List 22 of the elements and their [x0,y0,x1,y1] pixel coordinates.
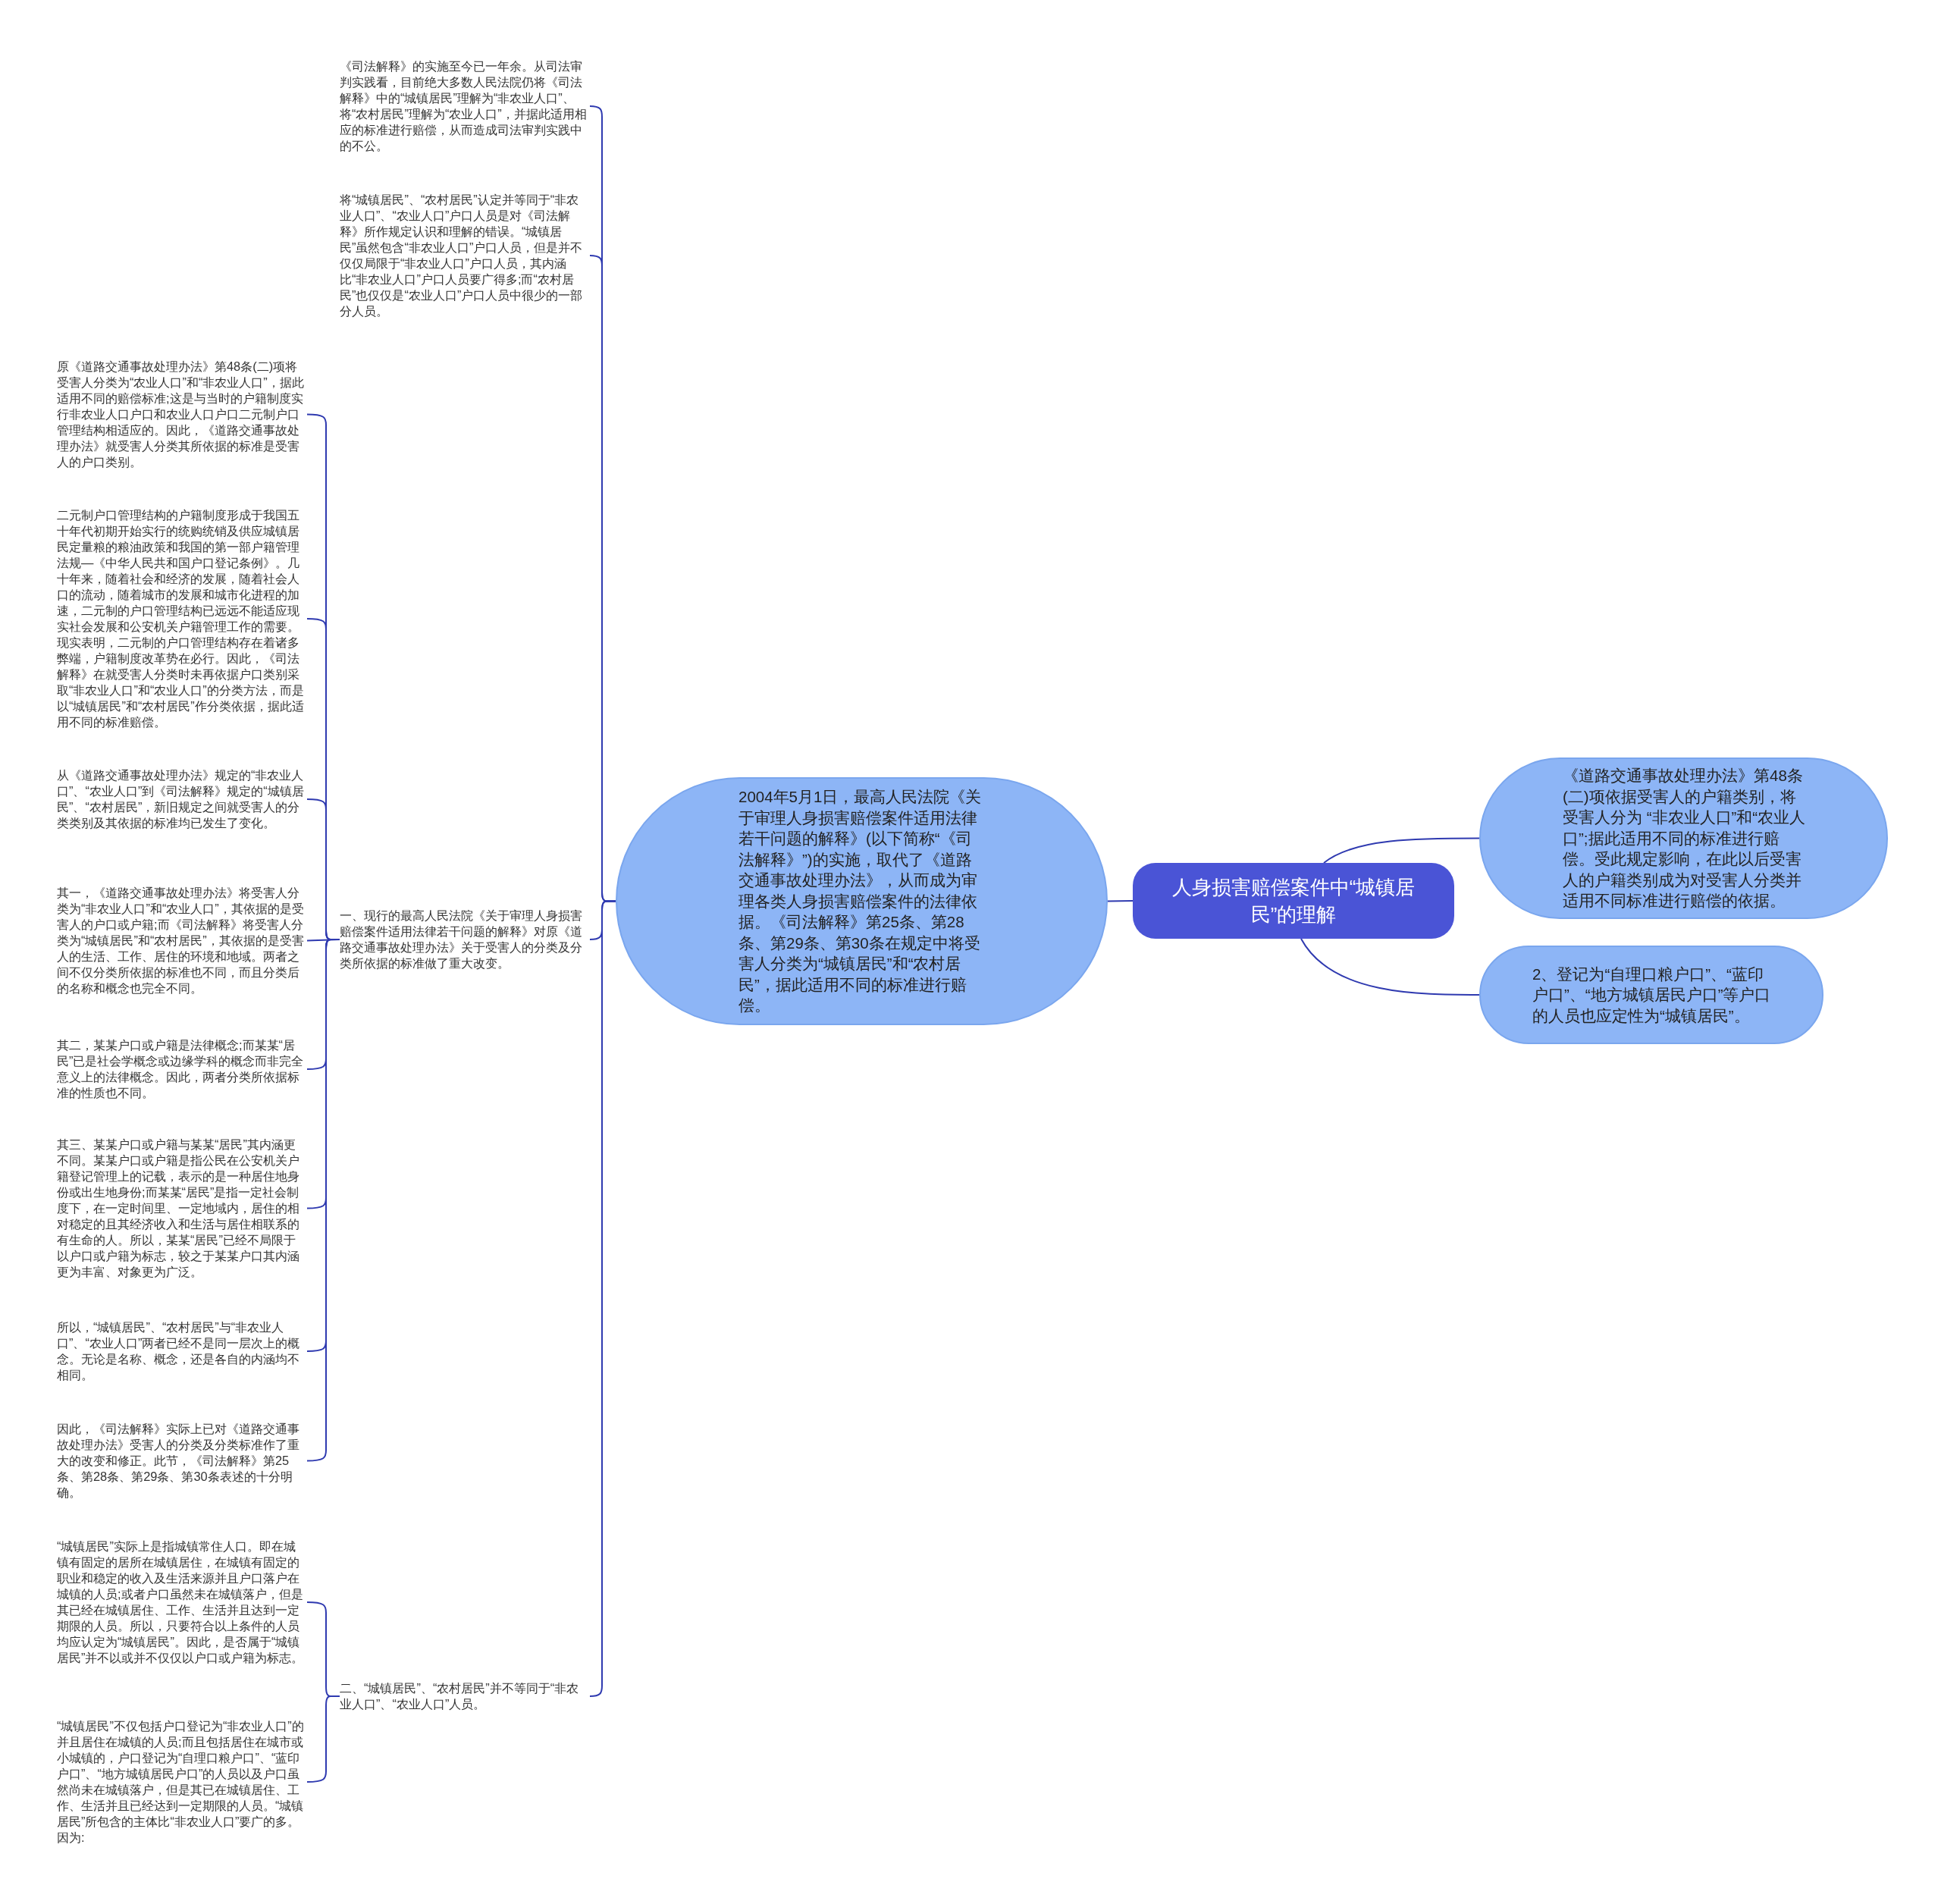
note-text: 一、现行的最高人民法院《关于审理人身损害赔偿案件适用法律若干问题的解释》对原《道路交通事故处理办法》关于受害人的分类及分类所依据的标准做了重大改变。 [340,908,590,971]
connector-line [1107,900,1134,902]
note-text: 从《道路交通事故处理办法》规定的“非农业人口”、“农业人口”到《司法解释》规定的“城镇居民”、“农村居民”，新旧规定之间就受害人的分类类别及其依据的标准均已发生了变化。 [57,767,307,831]
note-text: 其一，《道路交通事故处理办法》将受害人分类为“非农业人口”和“农业人口”，其依据的是受害人的户口或户籍;而《司法解释》将受害人分类为“城镇居民”和“农村居民”，其依据的是受害人的生活、工作、居住的环境和地域。两者之间不仅分类所依据的标准也不同，而且分类后的名称和概念也完全不同。 [57,885,307,996]
note-text: “城镇居民”实际上是指城镇常住人口。即在城镇有固定的居所在城镇居住，在城镇有固定的职业和稳定的收入及生活来源并且户口落户在城镇的人员;或者户口虽然未在城镇落户，但是其已经在城镇居住、工作、生活并且达到一定期限的人员。所以，只要符合以上条件的人员均应认定为“城镇居民”。因此，是否属于“城镇居民”并不以或并不仅仅以户口或户籍为标志。 [57,1539,307,1666]
topic-text: 人身损害赔偿案件中“城镇居民”的理解 [1171,875,1416,927]
note-text: 将“城镇居民”、“农村居民”认定并等同于“非农业人口”、“农业人口”户口人员是对《司法解释》所作规定认识和理解的错误。“城镇居民”虽然包含“非农业人口”户口人员，但是并不仅仅局限于“非农业人口”户口人员，其内涵比“非农业人口”户口人员要广得多;而“农村居民”也仅仅是“农业人口”户口人员中很少的一部分人员。 [340,192,590,319]
note-text: 因此，《司法解释》实际上已对《道路交通事故处理办法》受害人的分类及分类标准作了重大的改变和修正。此节，《司法解释》第25条、第28条、第29条、第30条表述的十分明确。 [57,1421,307,1501]
note-text: 所以，“城镇居民”、“农村居民”与“非农业人口”、“农业人口”两者已经不是同一层次上的概念。无论是名称、概念，还是各自的内涵均不相同。 [57,1319,307,1383]
topic-box [1133,863,1454,939]
topic-text: 2、登记为“自理口粮户口”、“蓝印户口”、“地方城镇居民户口”等户口的人员也应定性为“城镇居民”。 [1532,964,1772,1026]
topic-text: 2004年5月1日，最高人民法院《关于审理人身损害赔偿案件适用法律若干问题的解释》(以下简称“《司法解释》”)的实施，取代了《道路交通事故处理办法》，从而成为审理各类人身损害赔偿案件的法律依据。《司法解释》第25条、第28条、第29条、第30条在规定中将受害人分类为“城镇居民”和“农村居民”，据此适用不同的标准进行赔偿。 [738,787,983,1016]
note-text: 其三、某某户口或户籍与某某“居民”其内涵更不同。某某户口或户籍是指公民在公安机关户籍登记管理上的记载，表示的是一种居住地身份或出生地身份;而某某“居民”是指一定社会制度下，在一定时间里、一定地域内，居住的相对稳定的且其经济收入和生活与居住相联系的有生命的人。所以，某某“居民”已经不局限于以户口或户籍为标志，较之于某某户口其内涵更为丰富、对象更为广泛。 [57,1137,307,1280]
note-text: 《司法解释》的实施至今已一年余。从司法审判实践看，目前绝大多数人民法院仍将《司法解释》中的“城镇居民”理解为“非农业人口”、将“农村居民”理解为“农业人口”，并据此适用相应的标准进行赔偿，从而造成司法审判实践中的不公。 [340,58,590,154]
note-text: “城镇居民”不仅包括户口登记为“非农业人口”的并且居住在城镇的人员;而且包括居住在城市或小城镇的，户口登记为“自理口粮户口”、“蓝印户口”、“地方城镇居民户口”的人员以及户口虽然尚未在城镇落户，但是其已在城镇居住、工作、生活并且已经达到一定期限的人员。“城镇居民”所包含的主体比“非农业人口”要广的多。因为: [57,1718,307,1846]
connector-line [1323,837,1480,864]
note-text: 其二，某某户口或户籍是法律概念;而某某“居民”已是社会学概念或边缘学科的概念而非完全意义上的法律概念。因此，两者分类所依据标准的性质也不同。 [57,1037,307,1101]
connector-line [1300,938,1480,996]
topic-text: 《道路交通事故处理办法》第48条(二)项依据受害人的户籍类别，将受害人分为 “非农业人口”和“农业人口”;据此适用不同的标准进行赔偿。受此规定影响，在此以后受害人的户籍类别成为对受害人分类并适用不同标准进行赔偿的依据。 [1563,766,1807,911]
note-text: 二、“城镇居民”、“农村居民”并不等同于“非农业人口”、“农业人口”人员。 [340,1680,590,1712]
note-text: 二元制户口管理结构的户籍制度形成于我国五十年代初期开始实行的统购统销及供应城镇居民定量粮的粮油政策和我国的第一部户籍管理法规—《中华人民共和国户口登记条例》。几十年来，随着社会和经济的发展，随着社会人口的流动，随着城市的发展和城市化进程的加速，二元制的户口管理结构已远远不能适应现实社会发展和公安机关户籍管理工作的需要。现实表明，二元制的户口管理结构存在着诸多弊端，户籍制度改革势在必行。因此，《司法解释》在就受害人分类时未再依据户口类别采取“非农业人口”和“农业人口”的分类方法，而是以“城镇居民”和“农村居民”作分类依据，据此适用不同的标准赔偿。 [57,507,307,730]
note-text: 原《道路交通事故处理办法》第48条(二)项将受害人分类为“农业人口”和“非农业人口”，据此适用不同的赔偿标准;这是与当时的户籍制度实行非农业人口户口和农业人口户口二元制户口管理结构相适应的。因此，《道路交通事故处理办法》就受害人分类其所依据的标准是受害人的户口类别。 [57,359,307,470]
